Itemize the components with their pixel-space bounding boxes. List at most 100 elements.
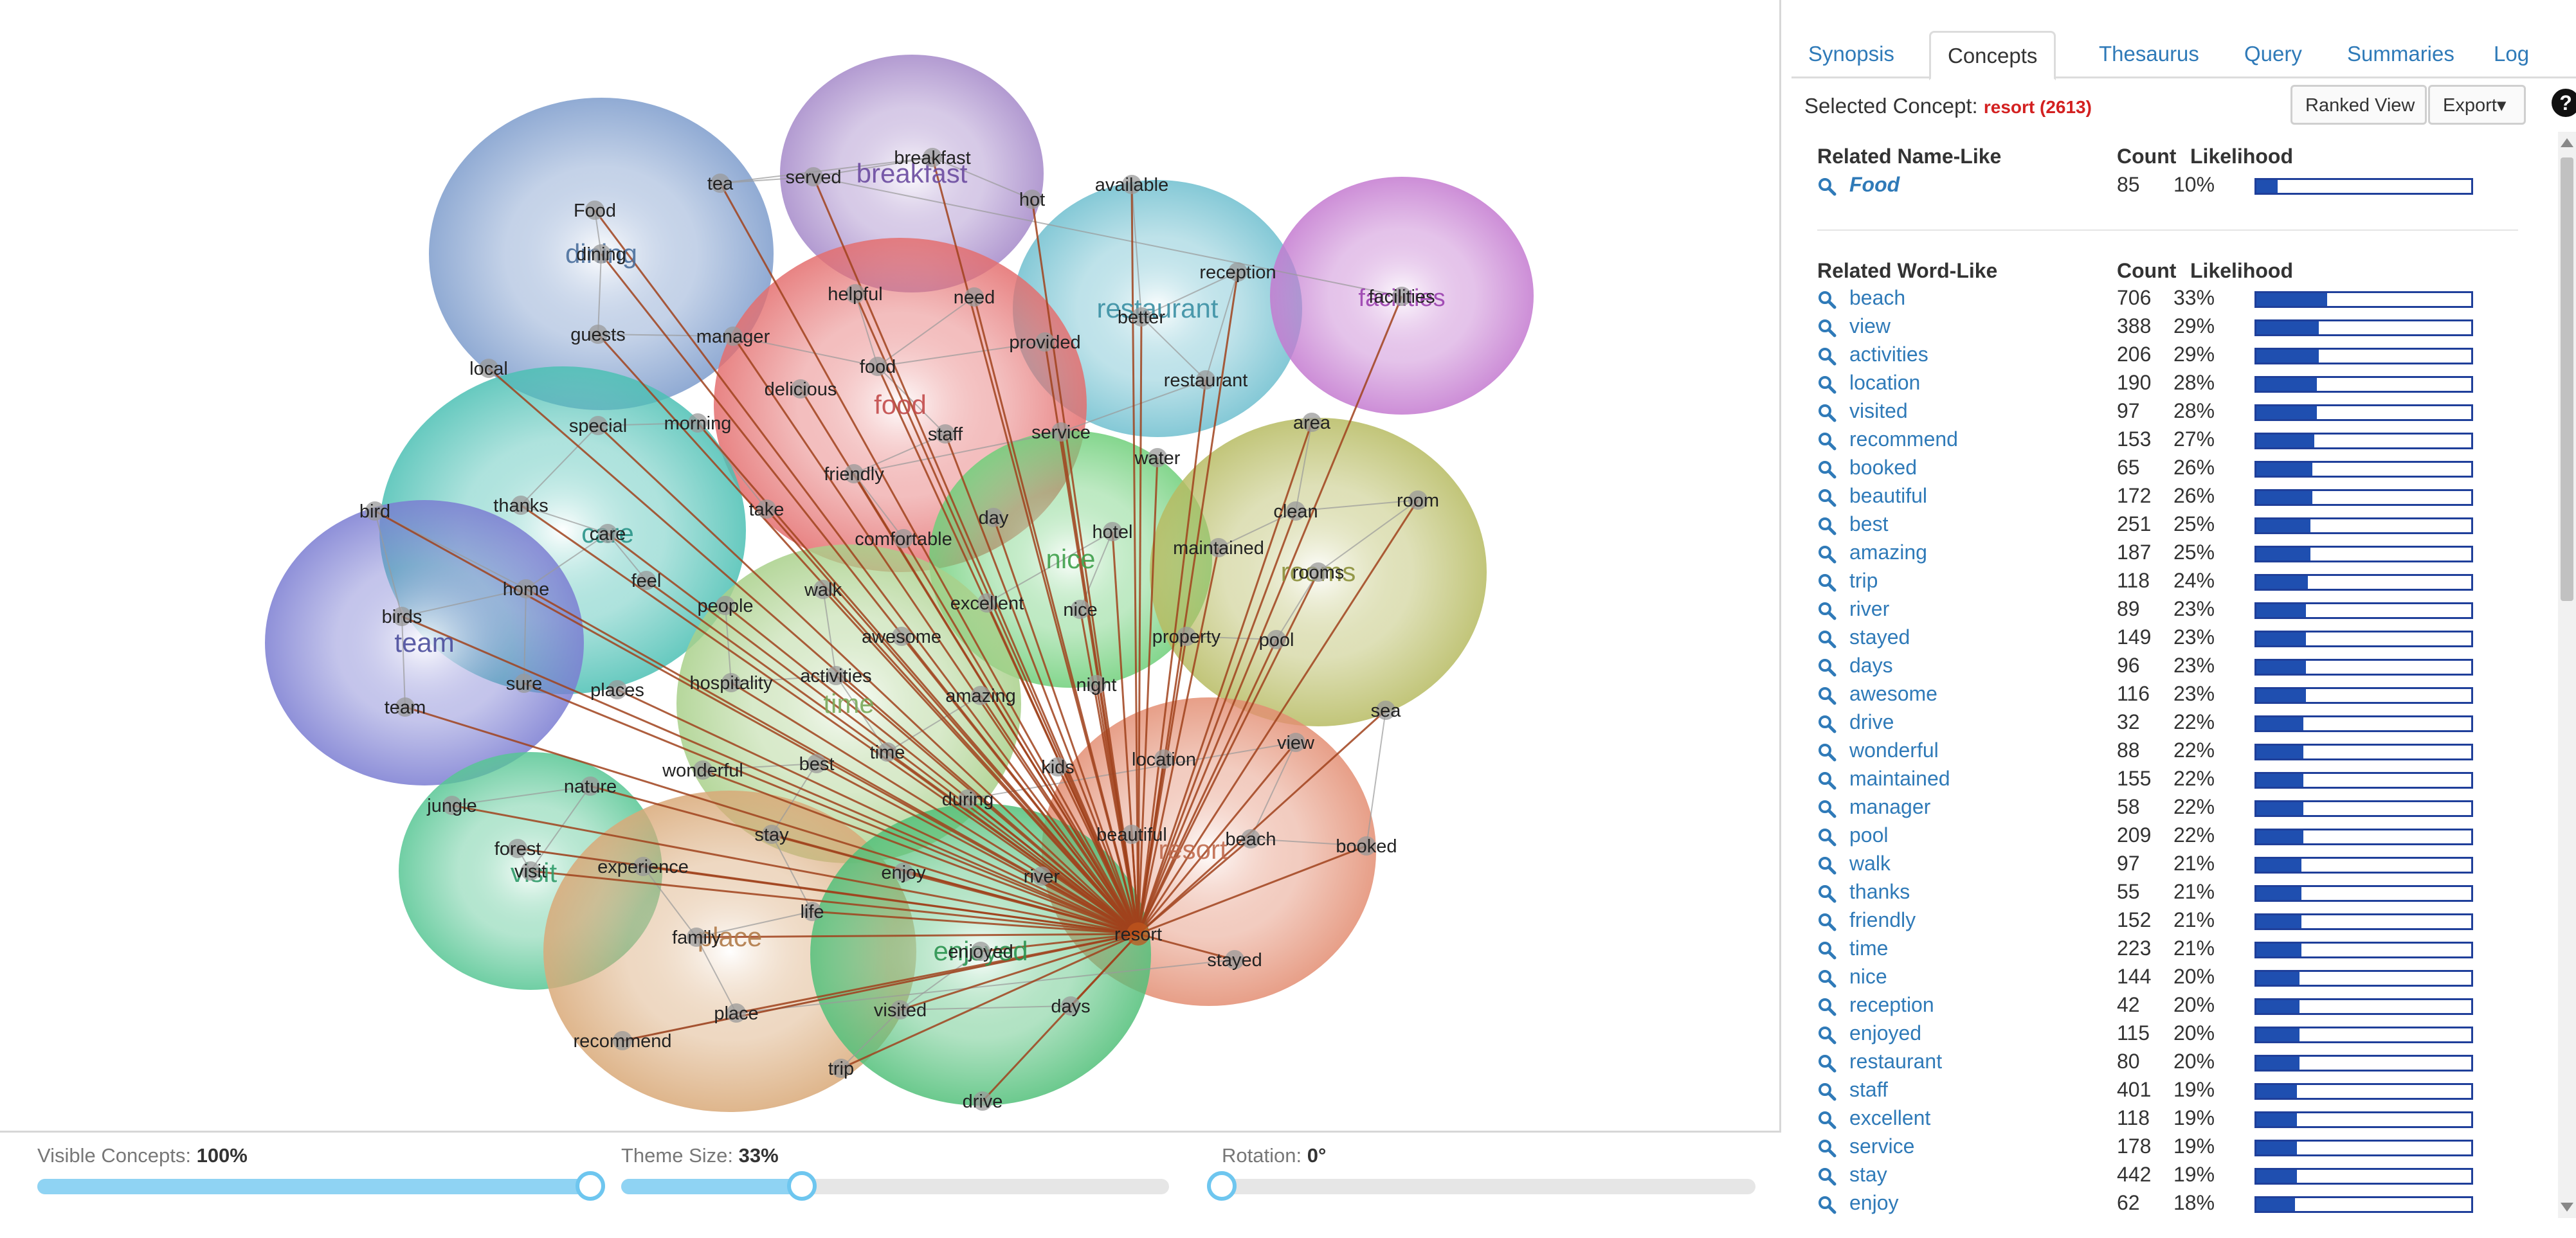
concept-term[interactable]: reception	[1849, 993, 1934, 1016]
search-icon[interactable]	[1817, 544, 1837, 564]
concept-term[interactable]: friendly	[1849, 908, 1916, 931]
concept-term[interactable]: nice	[1849, 965, 1887, 988]
concept-term[interactable]: maintained	[1849, 767, 1950, 790]
concept-dot-property[interactable]	[1177, 627, 1196, 646]
concept-dot-beautiful[interactable]	[1122, 825, 1141, 844]
concept-label-helpful[interactable]: helpful	[828, 284, 882, 305]
concept-label-awesome[interactable]: awesome	[862, 627, 941, 647]
concept-term[interactable]: enjoyed	[1849, 1021, 1922, 1045]
concept-term[interactable]: days	[1849, 654, 1893, 677]
concept-term[interactable]: location	[1849, 371, 1921, 394]
search-icon[interactable]	[1817, 1195, 1837, 1214]
concept-label-kids[interactable]: kids	[1041, 757, 1075, 778]
concept-label-drive[interactable]: drive	[963, 1091, 1003, 1112]
concept-label-manager[interactable]: manager	[696, 327, 770, 347]
concept-map[interactable]: breakfastdiningrestaurantfacilitiesfoodc…	[0, 0, 1781, 1133]
concept-dot-enjoy[interactable]	[894, 863, 913, 882]
concept-term[interactable]: recommend	[1849, 427, 1958, 451]
concept-dot-available[interactable]	[1122, 175, 1141, 194]
concept-dot-recommend[interactable]	[613, 1031, 632, 1050]
concept-dot-tea[interactable]	[711, 174, 730, 193]
concept-term[interactable]: trip	[1849, 569, 1878, 592]
concept-label-special[interactable]: special	[569, 416, 627, 436]
concept-dot-place[interactable]	[727, 1003, 746, 1023]
concept-dot-birds[interactable]	[392, 607, 412, 626]
concept-term[interactable]: walk	[1849, 852, 1891, 875]
concept-dot-walk[interactable]	[813, 580, 833, 599]
concept-term[interactable]: amazing	[1849, 541, 1927, 564]
concept-label-location[interactable]: location	[1132, 749, 1196, 770]
concept-label-visit[interactable]: visit	[514, 861, 547, 882]
concept-dot-wonderful[interactable]	[693, 760, 712, 780]
search-icon[interactable]	[1817, 346, 1837, 366]
concept-label-time[interactable]: time	[870, 742, 905, 763]
search-icon[interactable]	[1817, 318, 1837, 337]
concept-dot-view[interactable]	[1286, 733, 1305, 752]
concept-label-care[interactable]: care	[590, 524, 626, 544]
concept-term[interactable]: pool	[1849, 823, 1889, 847]
concept-label-pool[interactable]: pool	[1259, 630, 1294, 650]
tab-synopsis[interactable]: Synopsis	[1808, 42, 1894, 66]
concept-dot-staff[interactable]	[936, 424, 955, 444]
concept-dot-sea[interactable]	[1376, 701, 1395, 720]
concept-label-staff[interactable]: staff	[928, 424, 963, 445]
concept-label-enjoy[interactable]: enjoy	[881, 863, 926, 883]
search-icon[interactable]	[1817, 601, 1837, 620]
concept-term[interactable]: restaurant	[1849, 1050, 1943, 1073]
concept-dot-team[interactable]	[395, 697, 415, 717]
search-icon[interactable]	[1817, 460, 1837, 479]
concept-dot-dining[interactable]	[592, 244, 611, 264]
concept-label-trip[interactable]: trip	[828, 1059, 854, 1079]
concept-term[interactable]: excellent	[1849, 1106, 1931, 1129]
concept-dot-location[interactable]	[1154, 749, 1174, 769]
search-icon[interactable]	[1817, 516, 1837, 535]
concept-label-rooms[interactable]: rooms	[1293, 562, 1345, 583]
concept-label-food[interactable]: food	[860, 357, 896, 377]
concept-dot-clean[interactable]	[1286, 501, 1305, 521]
concept-dot-maintained[interactable]	[1209, 538, 1228, 557]
search-icon[interactable]	[1817, 1138, 1837, 1158]
tab-query[interactable]: Query	[2244, 42, 2302, 66]
search-icon[interactable]	[1817, 771, 1837, 790]
search-icon[interactable]	[1817, 969, 1837, 988]
concept-label-home[interactable]: home	[503, 579, 550, 600]
theme-label-time[interactable]: time	[823, 688, 874, 719]
concept-term[interactable]: visited	[1849, 399, 1908, 422]
theme-label-breakfast[interactable]: breakfast	[857, 158, 968, 188]
concept-label-clean[interactable]: clean	[1273, 501, 1318, 522]
concept-dot-comfortable[interactable]	[894, 529, 913, 548]
theme-label-place[interactable]: place	[698, 922, 762, 952]
concept-label-birds[interactable]: birds	[382, 607, 422, 627]
concept-label-thanks[interactable]: thanks	[493, 496, 548, 516]
concept-dot-breakfast[interactable]	[923, 148, 942, 167]
concept-dot-amazing[interactable]	[971, 686, 990, 705]
concept-label-service[interactable]: service	[1031, 422, 1091, 443]
theme-size-handle[interactable]	[787, 1171, 817, 1201]
search-icon[interactable]	[1817, 403, 1837, 422]
theme-label-nice[interactable]: nice	[1046, 544, 1095, 574]
theme-bubble-breakfast[interactable]	[780, 55, 1044, 292]
concept-label-guests[interactable]: guests	[570, 325, 625, 345]
concept-label-served[interactable]: served	[785, 167, 841, 188]
concept-label-local[interactable]: local	[469, 359, 508, 379]
tab-thesaurus[interactable]: Thesaurus	[2099, 42, 2199, 66]
ranked-view-button[interactable]: Ranked View	[2290, 85, 2427, 125]
scroll-down-arrow-icon[interactable]	[2561, 1203, 2573, 1212]
concept-dot-time[interactable]	[878, 742, 897, 762]
concept-label-water[interactable]: water	[1134, 448, 1181, 469]
concept-dot-feel[interactable]	[637, 571, 656, 590]
concept-dot-hotel[interactable]	[1103, 522, 1122, 541]
tab-summaries[interactable]: Summaries	[2347, 42, 2454, 66]
concept-label-day[interactable]: day	[979, 508, 1009, 528]
concept-dot-restaurant[interactable]	[1196, 370, 1215, 390]
concept-label-available[interactable]: available	[1095, 175, 1168, 195]
concept-term[interactable]: view	[1849, 314, 1891, 337]
